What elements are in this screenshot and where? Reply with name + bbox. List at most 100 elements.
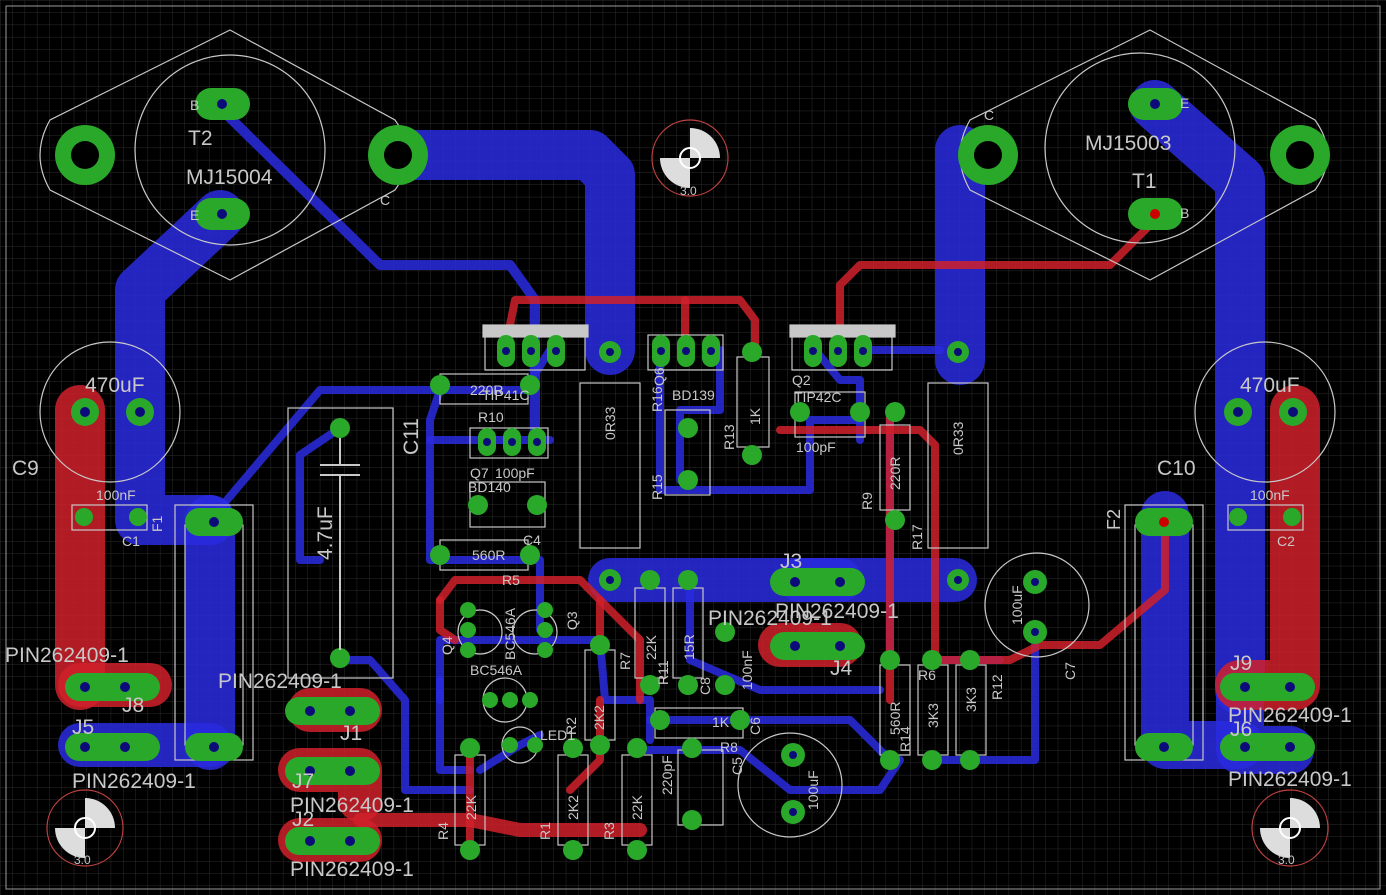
label-pin-b-t2: B [190, 97, 199, 113]
c11-symbol [320, 438, 360, 650]
label-r11-name: R11 [655, 660, 671, 685]
label-r2-value: 2K2 [591, 705, 607, 730]
label-q-bc546a: BC546A [470, 662, 523, 678]
label-c11-value: 4.7uF [314, 506, 337, 560]
label-c9-name: C9 [12, 457, 39, 480]
label-j3-part: PIN262409-1 [775, 600, 899, 623]
label-pin-e-t1: E [1180, 95, 1189, 111]
label-j9-name: J9 [1230, 652, 1252, 675]
label-q2-name: Q2 [792, 372, 811, 388]
label-pin-c-t2: C [380, 192, 390, 208]
label-r1-value: 2K2 [565, 795, 581, 820]
label-r9-value: 220R [887, 457, 903, 490]
label-r13-value: 1K [747, 407, 763, 425]
label-q6-value: BD139 [672, 387, 715, 403]
label-j6-name: J6 [1230, 718, 1252, 741]
label-j2-part: PIN262409-1 [290, 858, 414, 881]
label-j9-part: PIN262409-1 [1228, 704, 1352, 727]
label-j3-name: J3 [780, 550, 802, 573]
label-c2-value: 100nF [1250, 487, 1290, 503]
label-r14-value: 560R [887, 702, 903, 735]
label-j1-part: PIN262409-1 [218, 670, 342, 693]
label-q4-name: Q4 [439, 636, 455, 655]
label-r3-value: 22K [629, 794, 645, 820]
label-j1-name: J1 [340, 722, 362, 745]
label-c6-name: C6 [747, 717, 763, 735]
label-hole-left: 3.0 [74, 853, 91, 867]
label-r8-name: R8 [720, 739, 738, 755]
label-j8-name: J8 [122, 694, 144, 717]
label-c9-value: 470uF [85, 374, 145, 397]
board-outline [5, 5, 1381, 890]
silkscreen-small-labels: B E C E B C 100nF C1 100nF C2 F1 F2 220R… [74, 95, 1295, 867]
label-led-name: LED1 [540, 727, 575, 743]
label-q7-name: Q7 [470, 465, 489, 481]
label-j7-part: PIN262409-1 [290, 794, 414, 817]
label-c5-name: C5 [729, 757, 745, 775]
label-0r33-right: 0R33 [950, 421, 966, 455]
label-j4-name: J4 [830, 657, 853, 680]
label-r10-name: R10 [478, 409, 504, 425]
label-r13-name: R13 [721, 424, 737, 450]
label-r16-name: R16 [649, 386, 665, 412]
label-q-bc546b: BC546A [502, 607, 518, 660]
label-pin-c-t1: C [984, 107, 994, 123]
label-q7-value: BD140 [468, 479, 511, 495]
label-q6-name: Q6 [651, 367, 667, 386]
label-c1-name: C1 [122, 533, 140, 549]
label-0r33-left: 0R33 [602, 406, 618, 440]
label-c5-value: 220pF [659, 755, 675, 795]
label-r17-name: R17 [909, 524, 925, 550]
label-j6-part: PIN262409-1 [1228, 768, 1352, 791]
label-t1-value: MJ15003 [1085, 132, 1171, 155]
label-r9-name: R9 [859, 492, 875, 510]
label-c6-value: 100uF [805, 770, 821, 810]
label-j5-name: J5 [72, 716, 94, 739]
label-r6-name: R6 [918, 667, 936, 683]
label-c10-value: 470uF [1240, 374, 1300, 397]
label-j8-part: PIN262409-1 [5, 644, 129, 667]
label-c4-name: C4 [523, 532, 541, 548]
label-j5-part: PIN262409-1 [72, 770, 196, 793]
label-r5-value: 560R [472, 547, 505, 563]
label-r4-name: R4 [435, 822, 451, 840]
label-c7-value: 100uF [1009, 585, 1025, 625]
label-c3-value: 100pF [796, 439, 836, 455]
label-c8-name: C8 [697, 677, 713, 695]
label-r12-value: 3K3 [963, 687, 979, 712]
label-r7-name: R7 [617, 652, 633, 670]
label-r15-name: R15 [649, 474, 665, 500]
label-f2-name: F2 [1104, 509, 1124, 530]
label-c4-value: 100pF [495, 465, 535, 481]
label-j4-part: PIN262409-1 [708, 607, 832, 630]
label-r2-name: R2 [563, 717, 579, 735]
label-pin-e-t2: E [190, 207, 199, 223]
label-hole-right: 3.0 [1278, 853, 1295, 867]
label-t1-name: T1 [1132, 170, 1157, 193]
label-f1-name: F1 [149, 515, 165, 532]
mounting-holes [55, 128, 1320, 858]
label-hole-top: 3.0 [680, 184, 697, 198]
label-j7-name: J7 [292, 770, 314, 793]
label-t2-value: MJ15004 [186, 166, 273, 189]
label-t2-name: T2 [188, 127, 213, 150]
label-q2-value: TIP42C [794, 389, 841, 405]
label-c7-name: C7 [1062, 662, 1078, 680]
label-j2-name: J2 [292, 808, 314, 831]
label-r12-name: R12 [989, 674, 1005, 700]
label-c11-name: C11 [400, 418, 423, 455]
label-c10-name: C10 [1157, 457, 1196, 480]
label-r6-value: 3K3 [925, 703, 941, 728]
label-r8-1k: 1K [712, 714, 730, 730]
label-r8-value: 15R [681, 634, 697, 660]
label-pin-b-t1: B [1180, 205, 1189, 221]
label-r1-name: R1 [537, 822, 553, 840]
label-q5-value: TIP41C [482, 387, 529, 403]
drill-holes [71, 99, 1314, 846]
label-r4-value: 22K [463, 794, 479, 820]
label-c8-value: 100nF [739, 650, 755, 690]
label-r3-name: R3 [601, 822, 617, 840]
label-r10-value: 220R [470, 382, 503, 398]
label-r11-value: 22K [643, 634, 659, 660]
